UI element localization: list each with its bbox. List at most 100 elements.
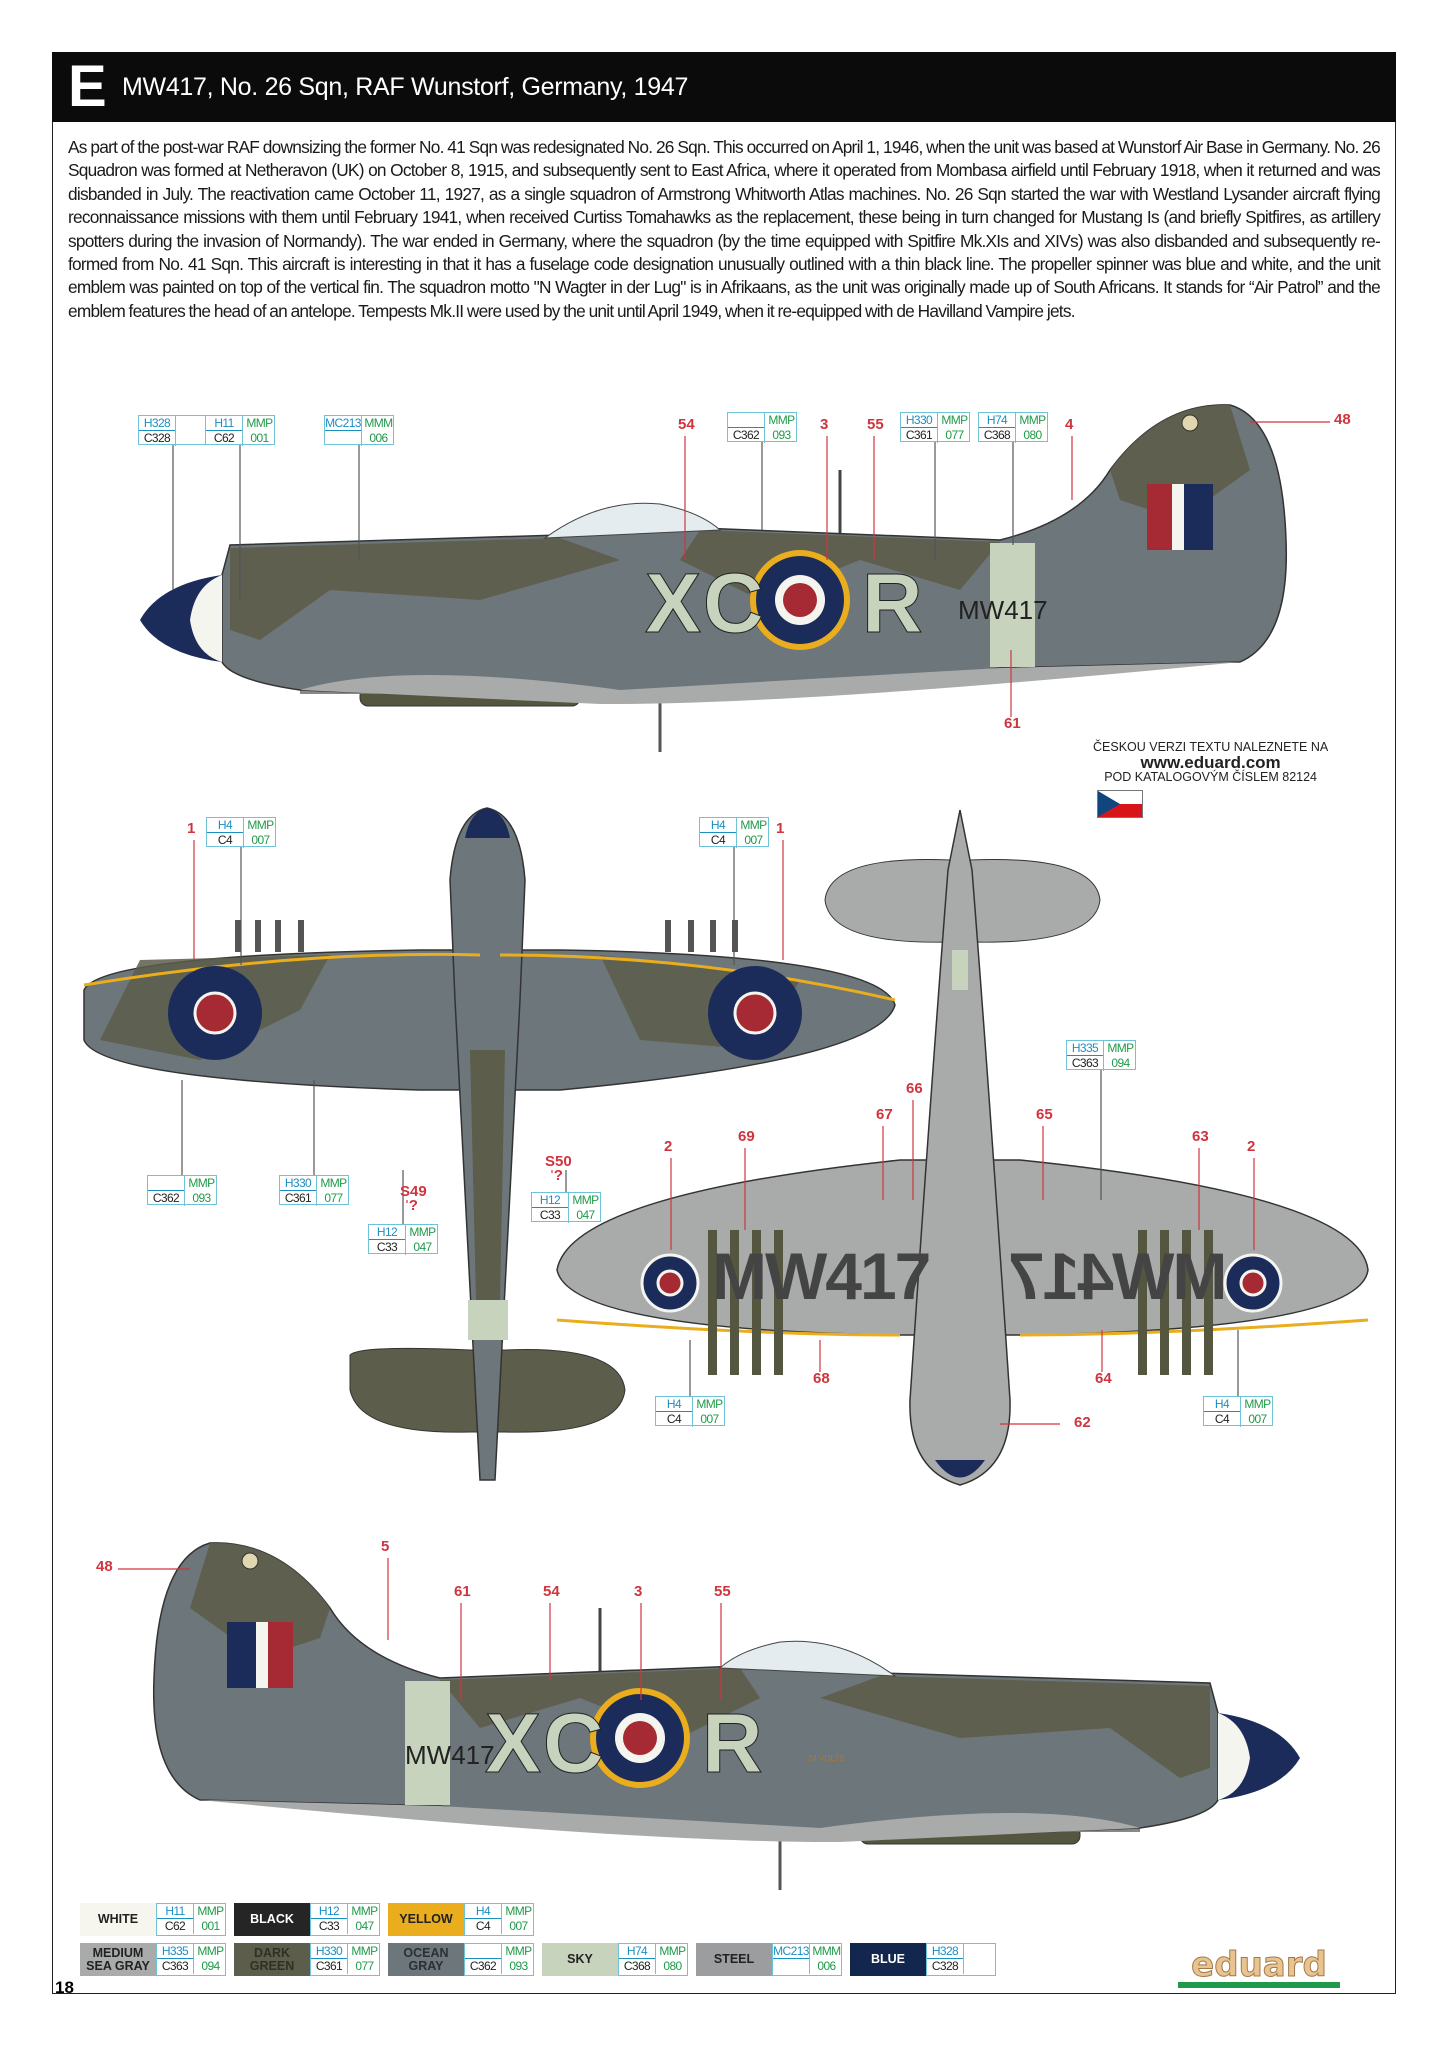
eduard-url-link[interactable]: www.eduard.com [1140,753,1281,772]
paint-code-m: MMM [361,416,395,431]
paint-reference-box: MMP C362 093 [147,1175,218,1206]
callout-number: 48 [96,1558,113,1575]
czech-note: ČESKOU VERZI TEXTU NALEZNETE NA www.edua… [1093,740,1328,785]
callout-number: 3 [634,1583,643,1600]
paint-code-n: 093 [184,1191,218,1206]
paint-code-m [963,1944,997,1959]
paint-code-n: 077 [347,1959,381,1974]
paint-code-m: MMP [501,1904,535,1919]
paint-code-c [773,1959,809,1974]
callout-number: 69 [738,1128,755,1145]
paint-code-h: H335 [157,1944,193,1959]
paint-code-c: C4 [1214,1412,1230,1426]
paint-code-h [465,1944,501,1959]
paint-code-h: H330 [901,413,937,428]
paint-code-h: H12 [532,1193,568,1208]
paint-code-c: C33 [318,1919,340,1933]
callout-number: 1 [187,820,196,837]
callout-number: 67 [876,1106,893,1123]
paint-code-h: H12 [311,1904,347,1919]
paint-code-c: C361 [905,428,933,442]
callout-number: 66 [906,1080,923,1097]
callout-number: 65 [1036,1106,1053,1123]
paint-code-m: MMM [809,1944,843,1959]
paint-code-m: MMP [937,413,971,428]
paint-swatch: YELLOW [388,1903,464,1936]
paint-code-h: H4 [700,818,736,833]
paint-code-m: MMP [347,1904,381,1919]
paint-code-m [175,416,209,431]
serial-bottom: MW417 [405,1740,495,1770]
paint-code-m: MMP [1015,413,1049,428]
serial-top: MW417 [958,595,1048,625]
paint-code-n: 001 [193,1919,227,1934]
paint-code-n: 007 [736,833,770,848]
callout-number: 4 [1065,416,1074,433]
callout-number: 61 [1004,715,1021,732]
paint-code-m: MMP [1103,1041,1137,1056]
code-letter-right-bottom: R [702,1696,764,1791]
paint-code-c: C368 [983,428,1011,442]
paint-code-m: MMP [692,1397,726,1412]
paint-code-n: 077 [937,428,971,443]
paint-code-c: C362 [732,428,760,442]
callout-number: 5 [381,1538,390,1555]
paint-code-n: 094 [193,1959,227,1974]
paint-code-n: 080 [655,1959,689,1974]
paint-swatch: STEEL [696,1943,772,1976]
paint-swatch: WHITE [80,1903,156,1936]
paint-code-n [175,431,209,446]
paint-code-m: MMP [568,1193,602,1208]
paint-code-h: H12 [369,1225,405,1240]
czech-flag-icon [1097,790,1143,818]
paint-code-h: H11 [206,416,242,431]
paint-code-h: MC213 [773,1944,809,1959]
paint-code-m: MMP [736,818,770,833]
eduard-logo: eduard [1178,1948,1340,1988]
paint-code-m: MMP [405,1225,439,1240]
paint-code-n: 006 [809,1959,843,1974]
paint-swatch: SKY [542,1943,618,1976]
stencil-24-volts: 24 VOLTS [808,1754,845,1763]
paint-code-n: 077 [316,1191,350,1206]
paint-code-c: C33 [376,1240,398,1254]
serial-underwing-right: MW417 [1010,1239,1228,1313]
paint-code-m: MMP [242,416,276,431]
paint-code-n: 006 [361,431,395,446]
paint-code-m: MMP [184,1176,218,1191]
paint-code-c: C4 [475,1919,491,1933]
paint-code-c: C328 [143,431,171,445]
profile-title: MW417, No. 26 Sqn, RAF Wunstorf, Germany… [122,73,689,101]
paint-code-n: 007 [1240,1412,1274,1427]
paint-code-n: 093 [501,1959,535,1974]
callout-number: 2 [1247,1138,1256,1155]
paint-code-c: C62 [164,1919,186,1933]
paint-code-c: C368 [623,1959,651,1973]
serial-underwing-left: MW417 [712,1239,931,1313]
paint-code-c: C362 [469,1959,497,1973]
code-letter-right-top: R [862,556,924,651]
paint-code-m: MMP [1240,1397,1274,1412]
paint-code-c: C362 [152,1191,180,1205]
paint-code-h: H328 [139,416,175,431]
